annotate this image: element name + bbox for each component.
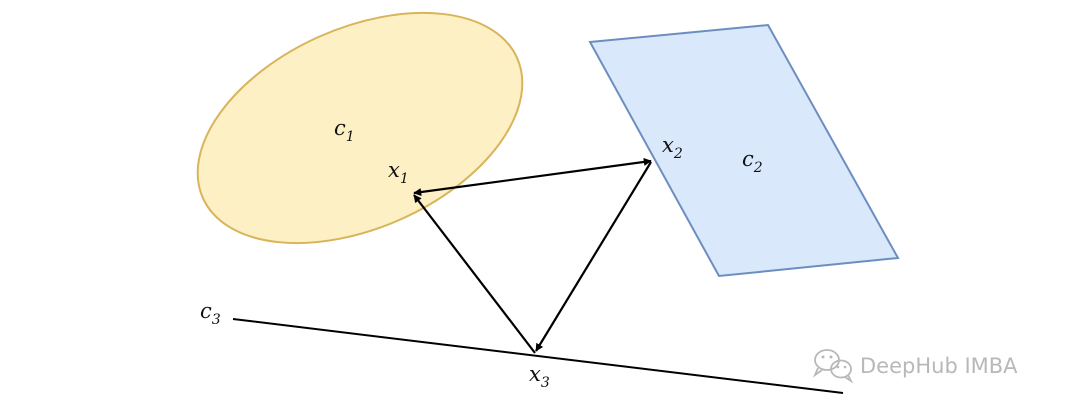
label-c1: c1 bbox=[334, 116, 355, 145]
watermark: DeepHub IMBA bbox=[812, 349, 1018, 384]
set-c1-ellipse bbox=[196, 11, 524, 245]
watermark-text: DeepHub IMBA bbox=[860, 354, 1018, 378]
arrow-x3-x1 bbox=[413, 194, 536, 354]
set-c2-parallelogram bbox=[588, 23, 900, 278]
wechat-icon bbox=[812, 349, 854, 384]
label-c2: c2 bbox=[742, 147, 763, 176]
label-x1: x1 bbox=[388, 158, 409, 187]
label-x2: x2 bbox=[662, 133, 683, 162]
label-c3: c3 bbox=[200, 299, 221, 328]
arrow-x2-x3 bbox=[535, 161, 652, 352]
arrow-x1-x2 bbox=[413, 157, 652, 197]
label-x3: x3 bbox=[529, 362, 550, 391]
set-c3-line bbox=[232, 318, 844, 394]
